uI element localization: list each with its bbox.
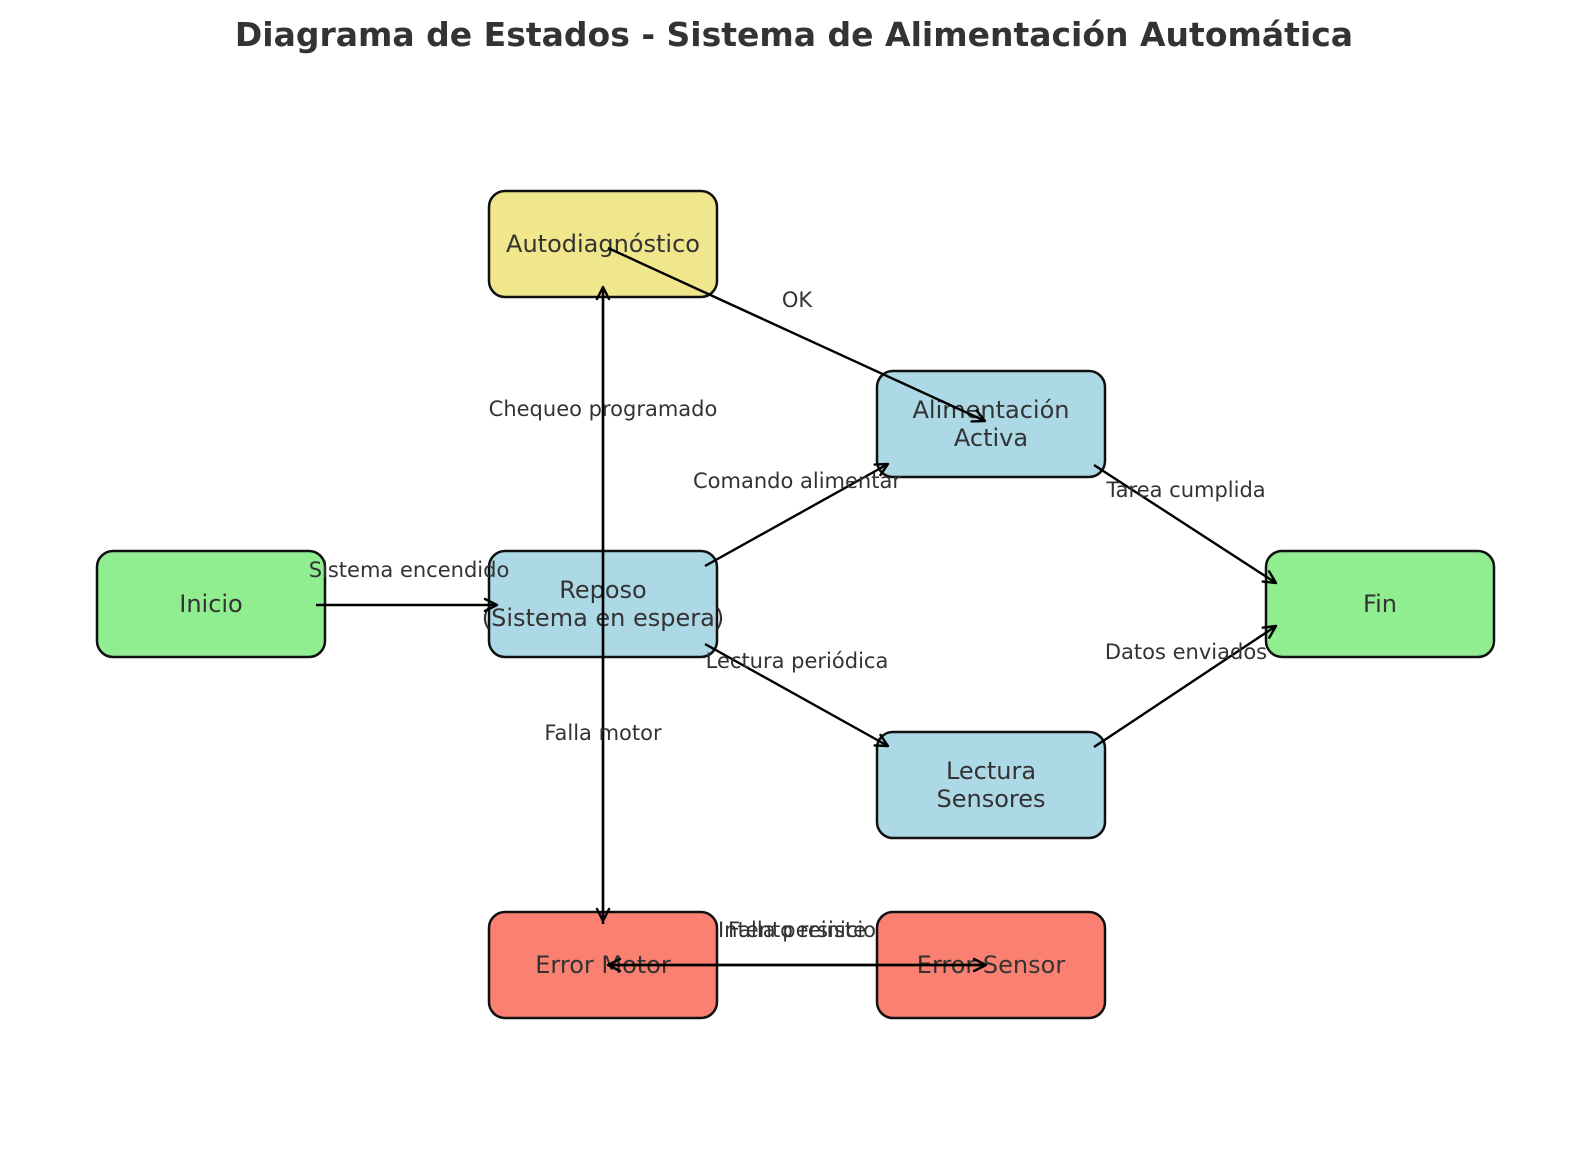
state-label: Lectura (946, 757, 1036, 785)
transition-label-error-sensor-to-error-motor: Intento reinicio (718, 918, 876, 942)
state-box (875, 730, 1107, 840)
transition-label-autodiagnostico-to-error-motor: Falla motor (544, 721, 662, 745)
state-label: Inicio (179, 590, 243, 618)
transition-label-lectura-to-fin: Datos enviados (1105, 640, 1267, 664)
transition-label-inicio-to-reposo: Sistema encendido (309, 558, 510, 582)
transition-label-reposo-to-alimentacion: Comando alimentar (693, 469, 901, 493)
state-node-fin: Fin (1264, 549, 1496, 659)
state-node-autodiagnostico: Autodiagnóstico (487, 189, 719, 299)
edges-layer (316, 246, 1278, 973)
state-label: Fin (1363, 590, 1397, 618)
state-label: Sensores (936, 785, 1045, 813)
transition-arrow-lectura-to-fin (1093, 624, 1278, 748)
transition-arrow-alimentacion-to-fin (1093, 463, 1278, 585)
transition-label-error-motor-to-error-sensor: Falla persiste (728, 918, 866, 942)
diagram-title: Diagrama de Estados - Sistema de Aliment… (235, 15, 1353, 54)
transition-label-reposo-to-lectura: Lectura periódica (706, 649, 889, 673)
state-label: Activa (954, 424, 1028, 452)
state-node-error-motor: Error Motor (487, 910, 719, 1020)
edge-labels-layer: Sistema encendido Comando alimentarLectur… (309, 288, 1267, 942)
transition-label-reposo-to-autodiagnostico: Chequeo programado (489, 397, 718, 421)
transition-label-autodiagnostico-to-alimentacion: OK (782, 288, 814, 312)
state-label: Alimentación (913, 396, 1070, 424)
transition-arrow-reposo-to-alimentacion (704, 462, 890, 568)
transition-arrow-reposo-to-lectura (704, 642, 890, 748)
state-label: Autodiagnóstico (506, 230, 700, 258)
transition-label-alimentacion-to-fin: Tarea cumplida (1105, 478, 1265, 502)
transition-arrow-autodiagnostico-to-alimentacion (607, 246, 987, 423)
state-box (1264, 549, 1496, 659)
state-node-inicio: Inicio (95, 549, 327, 659)
